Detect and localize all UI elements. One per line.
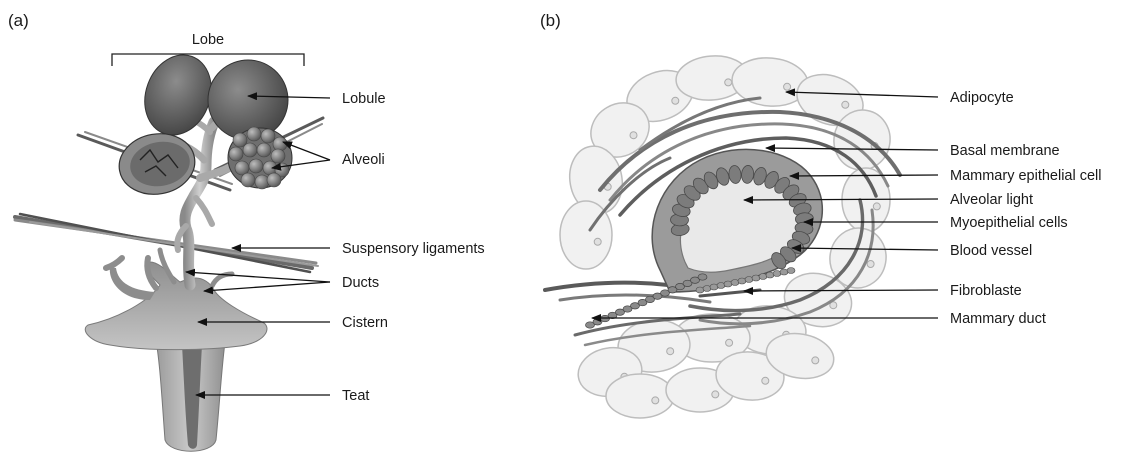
ducts-arrow-2 — [204, 282, 330, 291]
fibroblaste-label: Fibroblaste — [950, 283, 1022, 299]
adipocyte-nucleus — [726, 339, 733, 346]
ducts-label: Ducts — [342, 275, 379, 291]
alveolus-bead — [261, 129, 275, 143]
alveolus — [652, 149, 822, 292]
duct-bead — [787, 268, 795, 274]
panel-a: (a) Lobe — [8, 11, 485, 451]
alveolar-light-label: Alveolar light — [950, 192, 1033, 208]
mammary-duct-label: Mammary duct — [950, 311, 1046, 327]
panel-b-label: (b) — [540, 11, 561, 30]
adipocyte-nucleus — [812, 357, 819, 364]
alveolus-bead — [255, 175, 269, 189]
alveoli-label: Alveoli — [342, 152, 385, 168]
alveolus-bead — [257, 143, 271, 157]
panel-b: (b) Adipocyte — [540, 11, 1102, 418]
alveoli-cluster — [228, 127, 292, 189]
adipocyte-nucleus — [784, 83, 791, 90]
alveolus-bead — [247, 127, 261, 141]
epithelial-label: Mammary epithelial cell — [950, 168, 1102, 184]
lobe-bracket: Lobe — [112, 32, 304, 66]
blood-vessel-label: Blood vessel — [950, 243, 1032, 259]
alveolus-bead — [267, 173, 281, 187]
suspensory-label: Suspensory ligaments — [342, 241, 485, 257]
alveolus-bead — [249, 159, 263, 173]
cistern-label: Cistern — [342, 315, 388, 331]
fibroblaste-arrow — [744, 290, 938, 291]
panel-a-label: (a) — [8, 11, 29, 30]
epithelial-arrow — [790, 175, 938, 176]
basal-label: Basal membrane — [950, 143, 1060, 159]
adipocyte-nucleus — [667, 348, 674, 355]
cut-lobule — [114, 128, 199, 200]
adipocyte-cell — [606, 374, 674, 418]
adipocyte-nucleus — [762, 377, 769, 384]
alveolus-bead — [241, 173, 255, 187]
duct-bead — [698, 274, 707, 280]
myoepithelial-label: Myoepithelial cells — [950, 215, 1068, 231]
adipocyte-nucleus — [725, 79, 732, 86]
adipocyte-nucleus — [594, 238, 601, 245]
adipocyte-label: Adipocyte — [950, 90, 1014, 106]
alveolus-bead — [229, 147, 243, 161]
adipocyte-nucleus — [672, 97, 679, 104]
adipocyte-nucleus — [630, 132, 637, 139]
adipocyte-nucleus — [873, 203, 880, 210]
adipocyte-nucleus — [652, 397, 659, 404]
lobule-label: Lobule — [342, 91, 386, 107]
adipocyte-nucleus — [867, 261, 874, 268]
adipocyte-nucleus — [712, 391, 719, 398]
alveolus-bead — [243, 143, 257, 157]
cistern — [85, 250, 267, 350]
adipocyte-nucleus — [842, 101, 849, 108]
lobe-label: Lobe — [192, 32, 224, 48]
teat — [155, 335, 226, 451]
alveolus-bead — [271, 149, 285, 163]
panel-a-annotations: Lobule Alveoli Suspensory ligaments Duct… — [186, 91, 485, 404]
ducts-arrow-1 — [186, 272, 330, 282]
alveolus-bead — [273, 137, 287, 151]
teat-label: Teat — [342, 388, 369, 404]
